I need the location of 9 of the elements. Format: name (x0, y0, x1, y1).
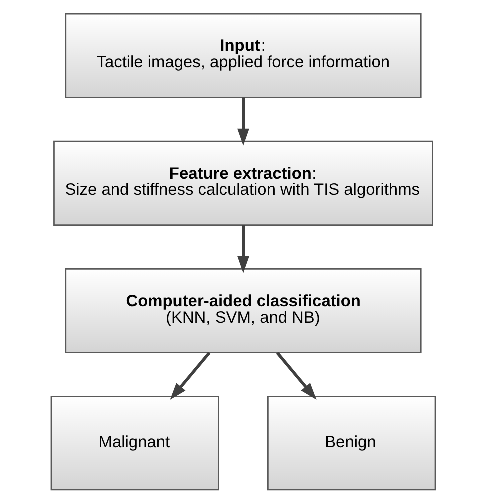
arrow (170, 352, 211, 400)
arrow (238, 98, 250, 146)
arrow (276, 352, 317, 400)
node-box: Malignant (50, 396, 220, 491)
node-box: Input: Tactile images, applied force information (65, 13, 422, 98)
arrow (238, 225, 250, 274)
node-box: Computer-aided classification (KNN, SVM, and NB) (65, 268, 422, 354)
node-box: Benign (268, 396, 436, 491)
node-box: Feature extraction: Size and stiffness calculation with TIS algorithms (54, 140, 434, 226)
